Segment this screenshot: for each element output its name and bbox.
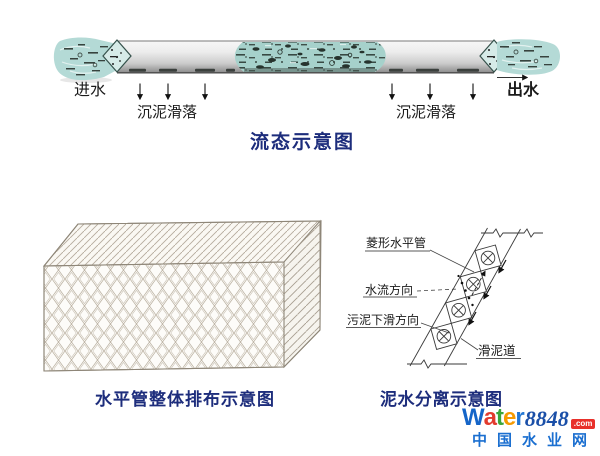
sludge-dots (457, 274, 474, 307)
mud-channel-label: 滑泥道 (478, 344, 516, 358)
brand-tld-badge: .com (570, 419, 596, 429)
diamond-pipe-label: 菱形水平管 (366, 236, 427, 250)
sediment-fall-arrows (136, 83, 477, 101)
inlet-label: 进水 (74, 82, 107, 99)
pipe-array-box (42, 219, 323, 372)
brand-letter: W (462, 404, 485, 431)
separation-channel (346, 227, 543, 369)
flow-diagram-title: 流态示意图 (250, 132, 356, 153)
flow-pipe-diagram (53, 37, 561, 101)
pipe-array-title: 水平管整体排布示意图 (95, 390, 275, 409)
water-flow-label: 水流方向 (365, 283, 414, 297)
brand-letter: r (515, 404, 524, 431)
brand-number: 8848 (524, 406, 569, 431)
sludge-slide-label: 污泥下滑方向 (347, 313, 420, 327)
water-flow-arrow (471, 270, 486, 296)
watermark-site-name: 中国水业网 (472, 432, 598, 449)
sludge-slide-arrows (468, 259, 507, 326)
sediment-zone (234, 42, 386, 72)
brand-letter: a (483, 404, 497, 431)
sediment-marks (129, 68, 479, 72)
bottom-break-mark (407, 359, 467, 369)
top-break-mark (481, 228, 543, 238)
brand-letter: t (496, 404, 504, 431)
separation-title: 泥水分离示意图 (380, 390, 503, 409)
brand-letter: e (503, 404, 516, 431)
inlet-diamond-end (102, 39, 132, 73)
inlet-water-blob (53, 37, 117, 83)
tube-cross-symbols (436, 250, 496, 344)
outlet-label: 出水 (507, 82, 540, 99)
leader-lines (416, 249, 479, 351)
channel-left-wall (409, 227, 488, 367)
label-underlines (346, 250, 521, 359)
outlet-water-blob (497, 39, 561, 81)
sludge-fall-label-left: 沉泥滑落 (137, 104, 198, 121)
sludge-fall-label-right: 沉泥滑落 (396, 104, 457, 121)
